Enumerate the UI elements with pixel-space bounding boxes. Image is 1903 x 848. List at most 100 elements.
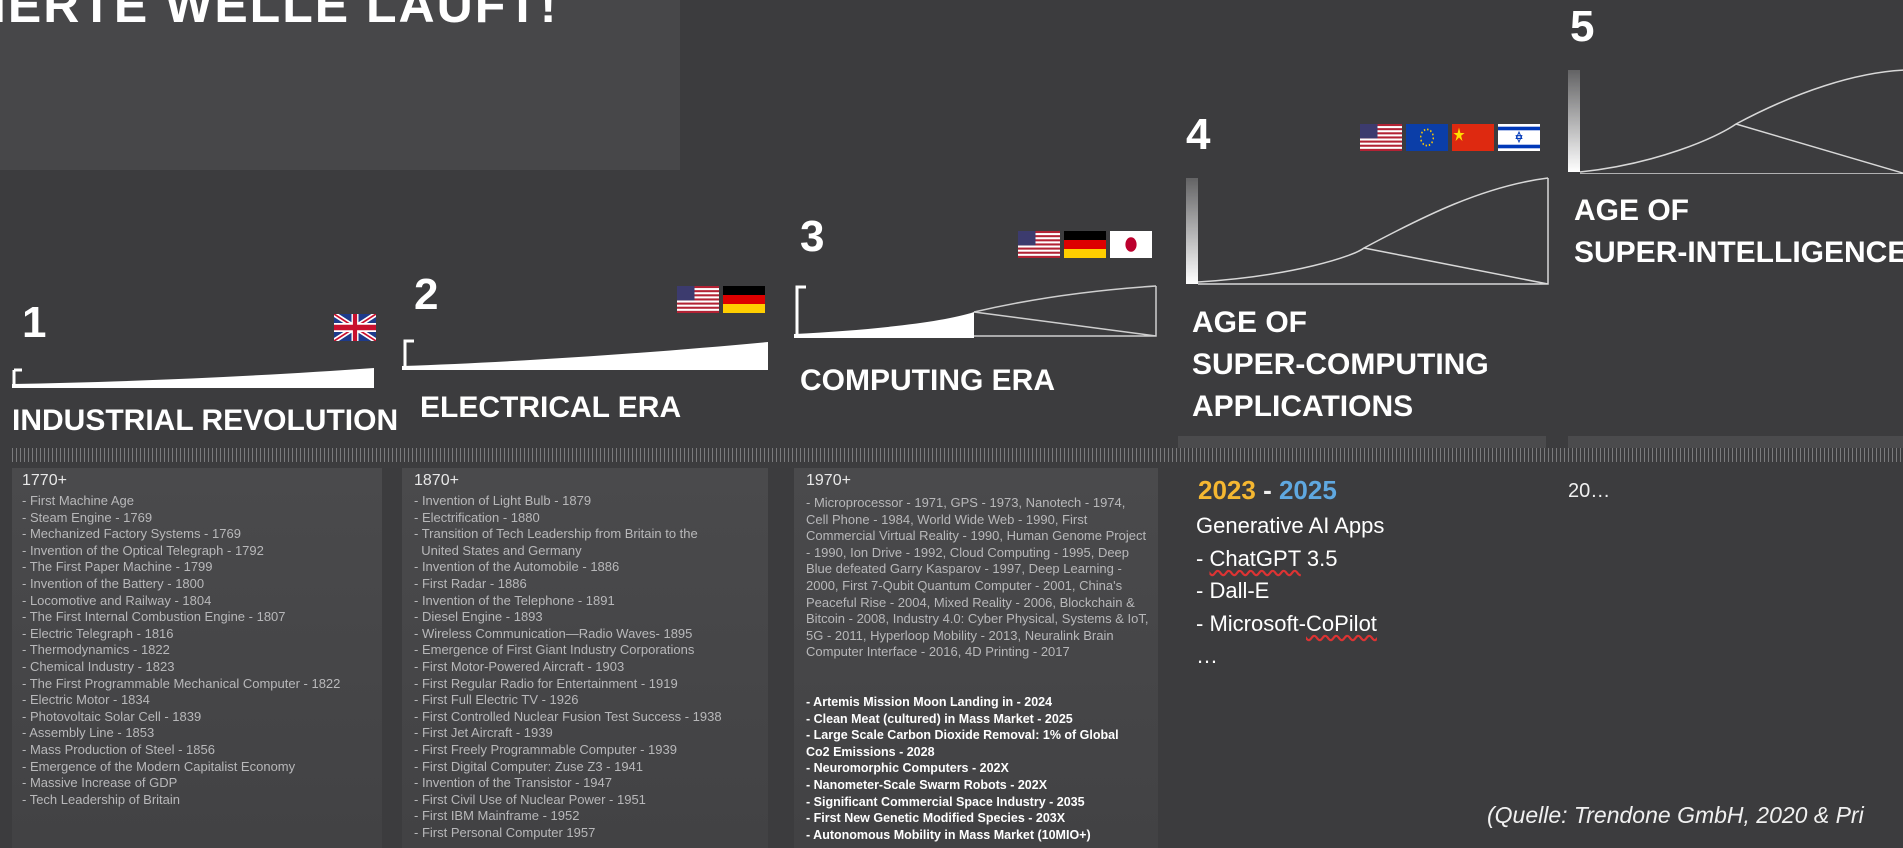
headline-box: IERTE WELLE LÄUFT! — [0, 0, 680, 170]
list-item: - The First Programmable Mechanical Comp… — [22, 675, 341, 691]
panel-era-1 — [12, 468, 382, 848]
list-item: - Assembly Line - 1853 — [22, 725, 155, 741]
list-item: - First Machine Age — [22, 493, 134, 508]
list-item: - First Personal Computer 1957 — [414, 824, 596, 840]
list-item: - Invention of the Transistor - 1947 — [414, 775, 612, 791]
era-5-title: AGE OF SUPER-INTELLIGENCE — [1574, 194, 1903, 269]
list-item: - The First Paper Machine - 1799 — [22, 559, 213, 575]
source-note: (Quelle: Trendone GmbH, 2020 & Pri — [1487, 802, 1864, 828]
list-item: - First Motor-Powered Aircraft - 1903 — [414, 658, 625, 674]
list-item: - First Controlled Nuclear Fusion Test S… — [414, 708, 722, 724]
list-item: - Invention of the Optical Telegraph - 1… — [22, 542, 264, 558]
list-item: - Photovoltaic Solar Cell - 1839 — [22, 708, 202, 724]
era-4-flags — [1360, 124, 1540, 151]
list-item: - Emergence of the Modern Capitalist Eco… — [22, 758, 296, 774]
jp-flag-icon — [1110, 231, 1152, 258]
list-item: - Mechanized Factory Systems - 1769 — [22, 526, 241, 542]
era-4-title: AGE OF SUPER-COMPUTING APPLICATIONS — [1192, 306, 1489, 423]
list-item: - First Jet Aircraft - 1939 — [414, 725, 553, 741]
list-item: - Neuromorphic Computers - 202X — [806, 761, 1009, 776]
list-item: - Tech Leadership of Britain — [22, 791, 181, 807]
list-item: - Mass Production of Steel - 1856 — [22, 741, 215, 757]
panel-era-4-top — [1178, 436, 1546, 448]
era-3-text: - Microprocessor - 1971, GPS - 1973, Nan… — [806, 495, 1149, 660]
headline: IERTE WELLE LÄUFT! — [0, 0, 559, 33]
list-item: - Electric Telegraph - 1816 — [22, 625, 174, 641]
era-2-title: ELECTRICAL ERA — [420, 391, 682, 424]
era-3-period: 1970+ — [806, 472, 851, 489]
era-2-flags — [677, 286, 765, 313]
list-item: - Wireless Communication—Radio Waves- 18… — [414, 625, 693, 641]
era-2-number: 2 — [414, 270, 439, 319]
list-item: - Invention of the Battery - 1800 — [22, 575, 205, 591]
list-item: - Nanometer-Scale Swarm Robots - 202X — [806, 777, 1048, 792]
panel-era-3 — [794, 468, 1158, 848]
list-item: - Transition of Tech Leadership from Bri… — [414, 526, 698, 542]
list-item: - Artemis Mission Moon Landing in - 2024 — [806, 695, 1053, 709]
year-end: 2025 — [1278, 475, 1337, 505]
list-item: - Significant Commercial Space Industry … — [806, 794, 1085, 809]
us-flag-icon — [1018, 231, 1060, 258]
list-item: - First Civil Use of Nuclear Power - 195… — [414, 791, 646, 807]
era-2-period: 1870+ — [414, 472, 459, 489]
era-2-curve — [402, 339, 768, 370]
list-item: - First Radar - 1886 — [414, 575, 527, 591]
list-item: - Diesel Engine - 1893 — [414, 609, 543, 625]
list-item: - Emergence of First Giant Industry Corp… — [414, 642, 695, 658]
list-item: - Clean Meat (cultured) in Mass Market -… — [806, 711, 1073, 726]
era-1-title: INDUSTRIAL REVOLUTION — [12, 404, 399, 437]
era-5-number: 5 — [1570, 2, 1595, 51]
list-item: - Large Scale Carbon Dioxide Removal: 1%… — [806, 728, 1119, 743]
era-4-curve — [1186, 177, 1549, 285]
year-start: 2023 — [1198, 475, 1256, 505]
list-item: - Steam Engine - 1769 — [22, 509, 153, 525]
era-2-items: - Invention of Light Bulb - 1879- Electr… — [414, 493, 722, 841]
app-item-chatgpt: - ChatGPT 3.5 — [1196, 545, 1338, 571]
uk-flag-icon — [334, 314, 376, 341]
era-1-items: - First Machine Age- Steam Engine - 1769… — [22, 493, 340, 808]
era-3-bold-items: - Artemis Mission Moon Landing in - 2024… — [806, 694, 1119, 843]
era-5-curve — [1568, 69, 1903, 174]
list-item: - Autonomous Mobility in Mass Market (10… — [806, 827, 1091, 842]
era-5-period: 20… — [1568, 480, 1611, 502]
list-item: - Electrification - 1880 — [414, 509, 540, 525]
apps-heading: Generative AI Apps — [1196, 513, 1385, 538]
de-flag-icon — [723, 286, 765, 313]
list-item: - Thermodynamics - 1822 — [22, 642, 170, 658]
era-3-number: 3 — [800, 212, 825, 261]
list-item: - Electric Motor - 1834 — [22, 692, 150, 708]
era-1-period: 1770+ — [22, 472, 67, 489]
list-item: - Invention of the Automobile - 1886 — [414, 559, 620, 575]
de-flag-icon — [1064, 231, 1106, 258]
list-item: Co2 Emissions - 2028 — [806, 744, 935, 759]
panel-era-5-top — [1568, 436, 1903, 448]
era-4-years: 2023 - 2025 — [1198, 475, 1337, 506]
eu-flag-icon — [1406, 124, 1448, 151]
panel-era-2 — [402, 468, 768, 848]
il-flag-icon — [1498, 124, 1540, 151]
list-item: - Invention of Light Bulb - 1879 — [414, 493, 592, 508]
timeline-ruler — [12, 448, 1903, 462]
list-item: - First Full Electric TV - 1926 — [414, 692, 579, 708]
list-item: - First Freely Programmable Computer - 1… — [414, 741, 677, 757]
cn-flag-icon — [1452, 124, 1494, 151]
era-4-apps: Generative AI Apps - ChatGPT 3.5 - Dall-… — [1196, 510, 1384, 673]
list-item: - Chemical Industry - 1823 — [22, 658, 175, 674]
app-item-dalle: - Dall-E — [1196, 578, 1270, 603]
list-item: United States and Germany — [414, 542, 582, 558]
list-item: - First Digital Computer: Zuse Z3 - 1941 — [414, 758, 644, 774]
list-item: - First IBM Mainframe - 1952 — [414, 808, 580, 824]
us-flag-icon — [1360, 124, 1402, 151]
list-item: - Locomotive and Railway - 1804 — [22, 592, 212, 608]
era-1-number: 1 — [22, 298, 47, 347]
era-1-flags — [334, 314, 376, 341]
era-4-number: 4 — [1186, 110, 1211, 159]
era-3-title: COMPUTING ERA — [800, 364, 1055, 397]
era-3-curve — [794, 285, 1157, 338]
list-item: - Massive Increase of GDP — [22, 775, 178, 791]
era-1-curve — [12, 368, 374, 388]
list-item: - First Regular Radio for Entertainment … — [414, 675, 678, 691]
us-flag-icon — [677, 286, 719, 313]
app-item-more: … — [1196, 643, 1218, 668]
app-item-copilot: - Microsoft-CoPilot — [1196, 610, 1377, 636]
